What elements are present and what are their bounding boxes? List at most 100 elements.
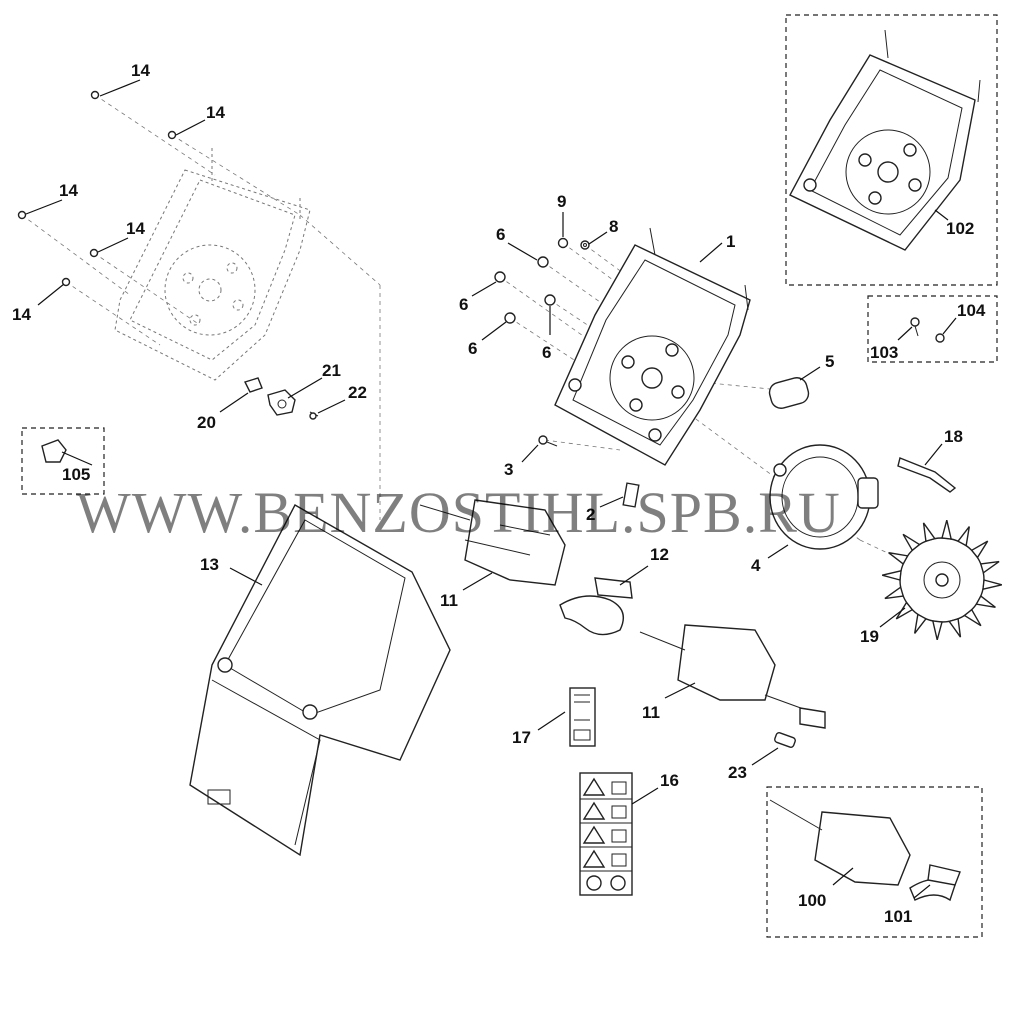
- part-11-switch-housing-lower: [639, 624, 826, 729]
- callout-14c: 14: [59, 181, 78, 200]
- fan-blade: [970, 540, 989, 559]
- option-box-100-101: [766, 786, 983, 938]
- screw-103: [910, 317, 920, 337]
- fan-blade: [913, 613, 927, 634]
- warning-triangle-icon: [582, 825, 606, 844]
- callout-11a: 11: [440, 591, 458, 610]
- callout-2: 2: [586, 505, 595, 524]
- callout-6a: 6: [496, 225, 505, 244]
- callout-6c: 6: [468, 339, 477, 358]
- fan-blade: [902, 533, 921, 552]
- option-box-102: [785, 14, 998, 286]
- part-1-motor-housing: [554, 227, 751, 466]
- leader-lines: [25, 79, 957, 899]
- callout-20: 20: [197, 413, 216, 432]
- part-5-capacitor: [768, 377, 810, 409]
- screw-14-d: [89, 248, 99, 258]
- part-23-sleeve: [774, 732, 796, 748]
- screw-3: [538, 435, 558, 447]
- part-105-clip: [41, 439, 67, 463]
- washer-104: [935, 333, 945, 343]
- washer-8: [580, 240, 590, 250]
- fan-blade: [888, 551, 909, 565]
- callout-19: 19: [860, 627, 879, 646]
- callout-labels: 14 14 14 14 14 21 22 20 105 9 8 6 6 6 6 …: [12, 61, 986, 926]
- part-102-housing: [789, 29, 981, 251]
- callout-21: 21: [322, 361, 341, 380]
- part-2-plate: [622, 482, 640, 508]
- screw-6-a: [537, 256, 549, 268]
- warning-pictogram-icon: [611, 805, 627, 819]
- fan-blade: [979, 560, 1000, 574]
- safety-gear-icon: [586, 875, 602, 891]
- part-20-switch-cover: [244, 377, 263, 393]
- callout-17: 17: [512, 728, 531, 747]
- screw-14-c: [17, 210, 27, 220]
- warning-triangle-icon: [582, 849, 606, 868]
- warning-triangle-icon: [582, 801, 606, 820]
- callout-102: 102: [946, 219, 974, 238]
- warning-pictogram-icon: [611, 781, 627, 795]
- screw-14-e: [61, 277, 71, 287]
- callout-14e: 14: [12, 305, 31, 324]
- screw-14-a: [90, 90, 100, 100]
- part-100-switch-housing: [769, 799, 911, 886]
- fan-blade: [963, 608, 982, 627]
- part-101-clamp: [909, 864, 961, 902]
- callout-1: 1: [726, 232, 735, 251]
- callout-18: 18: [944, 427, 963, 446]
- warning-pictogram-icon: [611, 853, 627, 867]
- callout-13: 13: [200, 555, 219, 574]
- screw-6-d: [544, 294, 556, 306]
- part-18-brush: [897, 457, 957, 493]
- callout-8: 8: [609, 217, 618, 236]
- warning-pictogram-icon: [611, 829, 627, 843]
- fan-blade: [948, 617, 962, 638]
- callout-4: 4: [751, 556, 761, 575]
- fan-blade: [922, 522, 936, 543]
- part-22-screw: [309, 411, 319, 420]
- screw-6-c: [504, 312, 516, 324]
- callout-103: 103: [870, 343, 898, 362]
- option-box-105: [21, 427, 105, 495]
- callout-14d: 14: [126, 219, 145, 238]
- watermark: WWW.BENZOSTIHL.SPB.RU: [76, 480, 841, 545]
- callout-6b: 6: [459, 295, 468, 314]
- callout-22: 22: [348, 383, 367, 402]
- part-12-clamp: [559, 577, 633, 636]
- screw-6-b: [494, 271, 506, 283]
- part-21-switch: [267, 389, 296, 416]
- callout-16: 16: [660, 771, 679, 790]
- callout-100: 100: [798, 891, 826, 910]
- fan-blade: [982, 579, 1002, 591]
- callout-14b: 14: [206, 103, 225, 122]
- callout-105: 105: [62, 465, 90, 484]
- callout-101: 101: [884, 907, 912, 926]
- fan-blade: [957, 526, 971, 547]
- callout-6d: 6: [542, 343, 551, 362]
- part-4-motor: [769, 444, 879, 550]
- callout-3: 3: [504, 460, 513, 479]
- callout-11b: 11: [642, 703, 660, 722]
- fan-blade: [884, 586, 905, 600]
- part-17-label: [569, 687, 596, 747]
- safety-gear-icon: [610, 875, 626, 891]
- nut-9: [557, 237, 569, 249]
- warning-triangle-icon: [582, 777, 606, 796]
- callout-12: 12: [650, 545, 669, 564]
- part-16-warning-label: [579, 772, 633, 896]
- part-11-switch-housing-upper: [419, 499, 566, 586]
- callout-9: 9: [557, 192, 566, 211]
- callout-104: 104: [957, 301, 986, 320]
- fan-blade: [882, 569, 902, 581]
- fan-blade: [975, 595, 996, 609]
- ghost-motor-housing: [114, 148, 311, 381]
- callout-23: 23: [728, 763, 747, 782]
- option-box-103-104: [867, 295, 998, 363]
- callout-14a: 14: [131, 61, 150, 80]
- callout-5: 5: [825, 352, 834, 371]
- fan-blade: [931, 620, 943, 640]
- fan-blade: [941, 520, 953, 540]
- part-13-chute-housing: [189, 504, 451, 857]
